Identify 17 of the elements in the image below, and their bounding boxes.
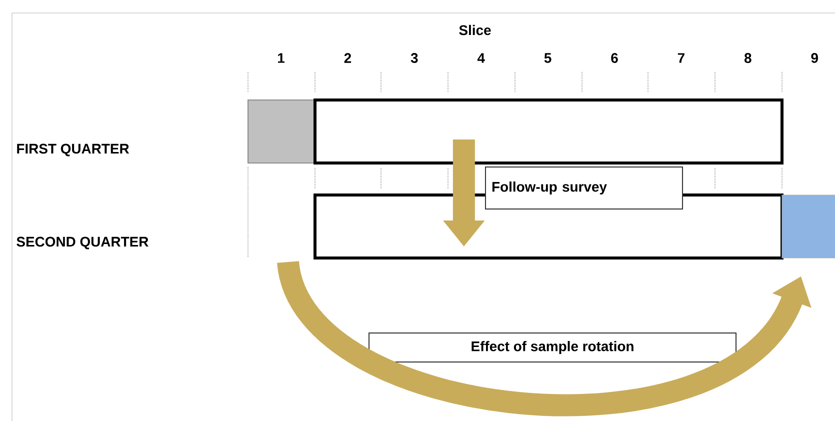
caption-box: Effect of sample rotation	[368, 332, 736, 362]
slice-number: 1	[278, 53, 284, 63]
row-label: FIRST QUARTER	[17, 144, 130, 156]
slice-number: 9	[811, 53, 818, 63]
slice-number: 6	[611, 53, 618, 63]
edge-label: Follow-up survey	[485, 166, 683, 210]
axis-title: Slice	[459, 24, 491, 36]
slice-number: 7	[678, 53, 684, 63]
slice-number: 4	[477, 53, 485, 63]
slice-number: 3	[410, 53, 418, 63]
quarter-bar	[314, 98, 784, 164]
slice-number: 5	[544, 53, 552, 63]
slice-number: 8	[744, 53, 752, 63]
slice-box	[248, 100, 316, 164]
slice-box	[782, 194, 835, 258]
slice-number: 2	[344, 53, 352, 63]
row-label: SECOND QUARTER	[16, 236, 148, 250]
